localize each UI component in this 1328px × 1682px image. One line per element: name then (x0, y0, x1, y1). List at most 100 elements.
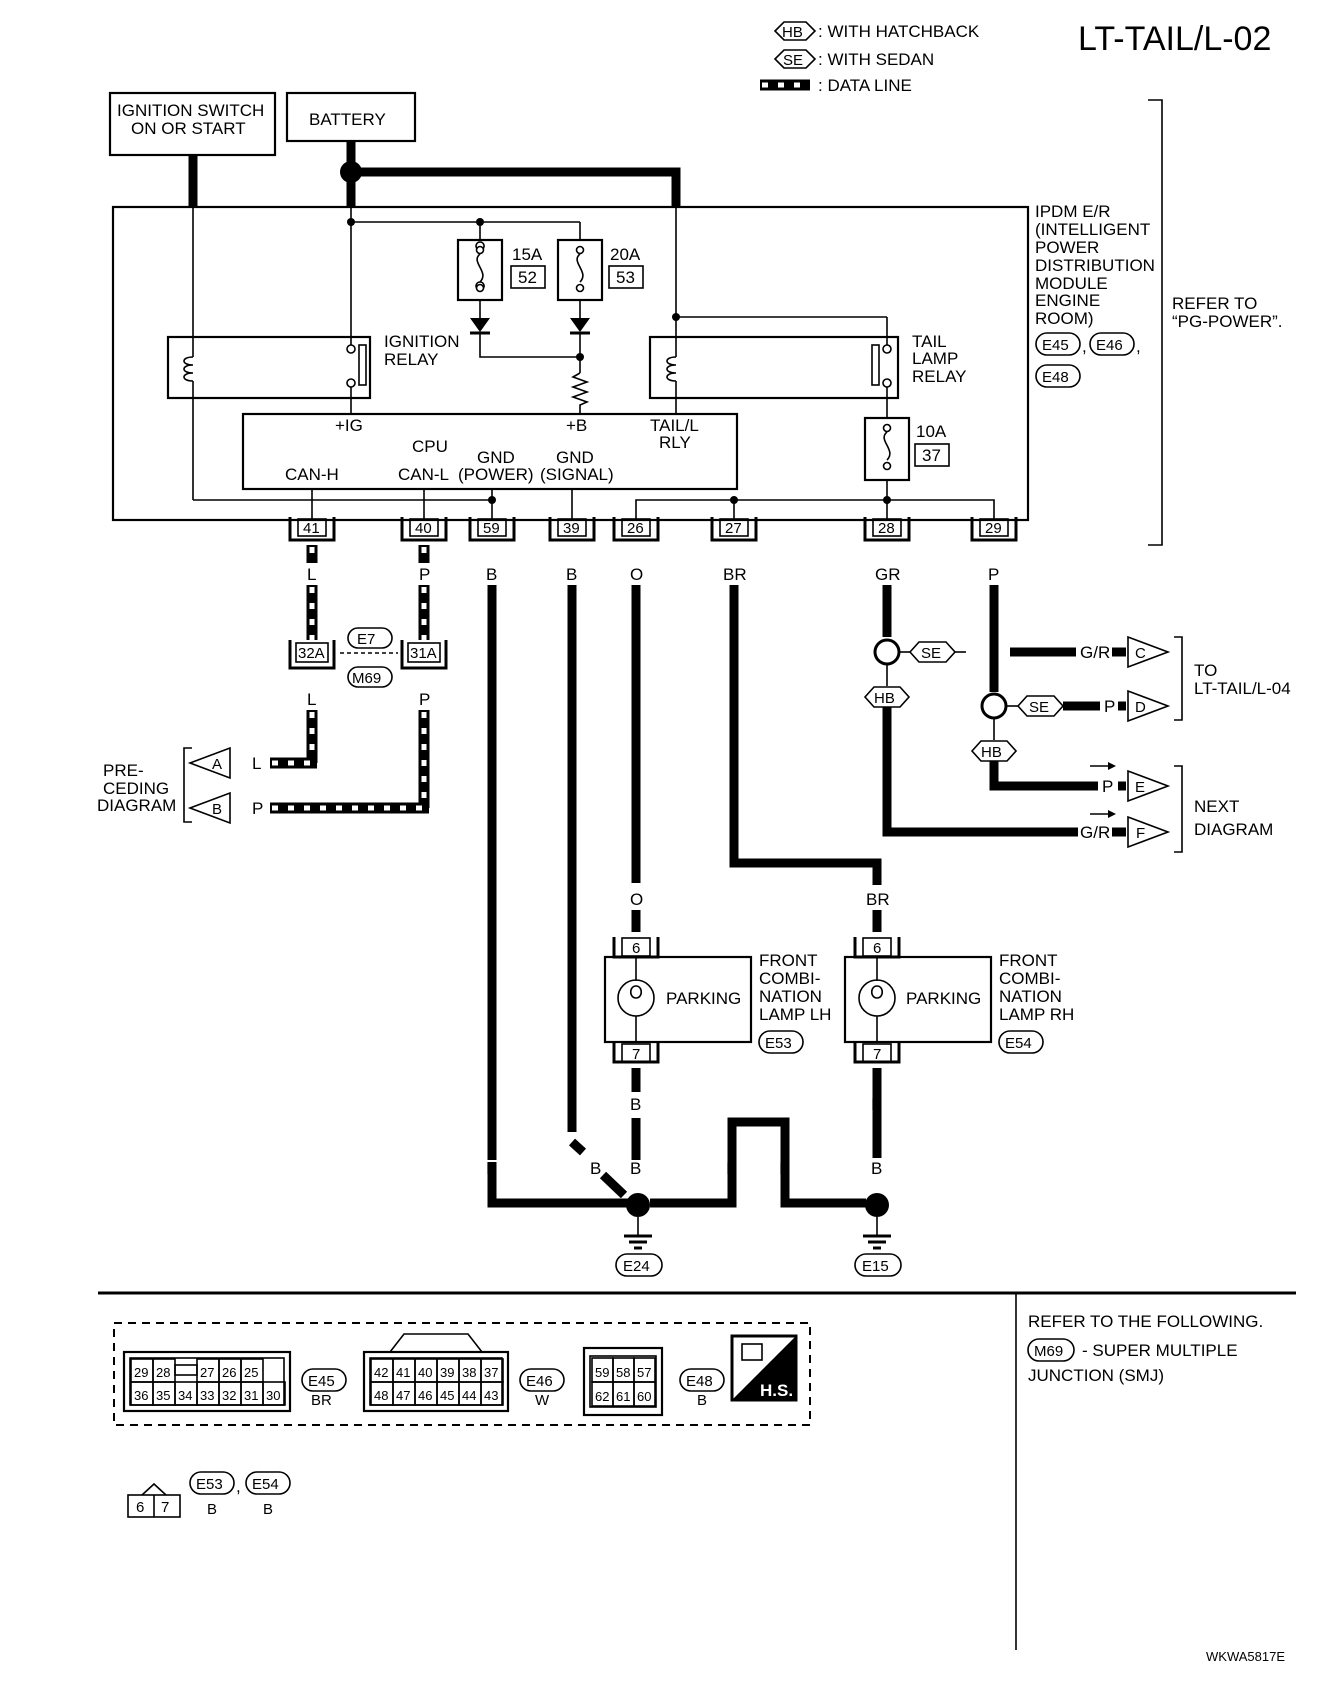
refer-following: REFER TO THE FOLLOWING. M69 - SUPER MULT… (1027, 1312, 1263, 1385)
svg-text:BR: BR (723, 565, 747, 584)
svg-text:GND: GND (556, 448, 594, 467)
svg-text:6: 6 (632, 940, 640, 957)
se-badge-shape (773, 49, 817, 69)
svg-text:HB: HB (981, 744, 1002, 761)
front-combination-lamp-rh: BR 6 PARKING FRONT COMBI- NATION LAMP RH… (843, 883, 1074, 1158)
ground-e24: E24 (615, 1193, 663, 1277)
e45-pin-label: 34 (178, 1388, 192, 1403)
svg-text:GND: GND (477, 448, 515, 467)
svg-text:ENGINE: ENGINE (1035, 291, 1100, 310)
svg-text:D: D (1135, 699, 1146, 716)
hb-badge-shape (773, 21, 817, 41)
ipdm-connectors: E45 , E46 , E48 (1035, 332, 1141, 388)
e46-pin-label: 44 (462, 1388, 476, 1403)
diagram-id: LT-TAIL/L-02 (1078, 20, 1271, 58)
svg-text:F: F (1136, 825, 1145, 842)
svg-text:FRONT: FRONT (759, 951, 818, 970)
svg-text:+B: +B (566, 416, 587, 435)
e48-pin-label: 60 (637, 1389, 651, 1404)
e48-pin-label: 57 (637, 1365, 651, 1380)
ground-e15: E15 (854, 1193, 902, 1277)
svg-text:E46: E46 (1096, 337, 1123, 354)
e46-pin-label: 40 (418, 1365, 432, 1380)
svg-text:(INTELLIGENT: (INTELLIGENT (1035, 220, 1150, 239)
se-hb-splice-29 (980, 692, 1008, 720)
svg-text:E48: E48 (686, 1373, 713, 1390)
svg-text:E48: E48 (1042, 369, 1069, 386)
svg-text:E: E (1135, 779, 1145, 796)
svg-text:27: 27 (725, 520, 742, 537)
connector-view-lamp: 6 7 E53 , E54 B B (127, 1471, 291, 1518)
svg-text:COMBI-: COMBI- (999, 969, 1060, 988)
e48-pin-label: 61 (616, 1389, 630, 1404)
svg-text:W: W (535, 1392, 550, 1409)
svg-text:B: B (566, 565, 577, 584)
e46-pin-label: 45 (440, 1388, 454, 1403)
svg-text:B: B (871, 1095, 882, 1114)
battery-feed-wire-2 (351, 167, 681, 207)
svg-text:IPDM E/R: IPDM E/R (1035, 202, 1111, 221)
svg-text:20A: 20A (610, 245, 641, 264)
svg-text:HB: HB (874, 690, 895, 707)
svg-text:LAMP RH: LAMP RH (999, 1005, 1074, 1024)
ipdm-bracket (1148, 99, 1163, 546)
svg-text:GR: GR (875, 565, 901, 584)
svg-text:M69: M69 (352, 670, 381, 687)
svg-text:7: 7 (873, 1046, 881, 1063)
front-combination-lamp-lh: O 6 PARKING FRONT COMBI- NATION LAMP LH … (603, 890, 831, 1114)
ignition-switch-box (108, 91, 277, 157)
svg-text:O: O (630, 565, 643, 584)
preceding-diagram-connector: PRE- CEDING DIAGRAM A B L P (97, 746, 263, 825)
svg-text:B: B (630, 1159, 641, 1178)
svg-text:E45: E45 (308, 1373, 335, 1390)
svg-text:E24: E24 (623, 1258, 650, 1275)
svg-text:O: O (630, 890, 643, 909)
svg-text:M69: M69 (1034, 1343, 1063, 1360)
svg-text:,: , (1082, 337, 1087, 356)
e48-pin-label: 58 (616, 1365, 630, 1380)
svg-text:ROOM): ROOM) (1035, 309, 1094, 328)
wire-27-lamp-rh (729, 585, 882, 883)
e45-pin-label: 27 (200, 1365, 214, 1380)
se-badge: SE (783, 52, 803, 69)
e46-pin-label: 39 (440, 1365, 454, 1380)
svg-text:FRONT: FRONT (999, 951, 1058, 970)
svg-text:B: B (486, 1159, 497, 1178)
e46-pin-label: 48 (374, 1388, 388, 1403)
svg-text:53: 53 (616, 268, 635, 287)
hb-text: : WITH HATCHBACK (818, 22, 980, 41)
svg-text:LAMP: LAMP (912, 349, 958, 368)
svg-text:,: , (1136, 337, 1141, 356)
svg-text:PARKING: PARKING (666, 989, 741, 1008)
svg-text:CEDING: CEDING (103, 779, 169, 798)
svg-text:P: P (252, 799, 263, 818)
svg-text:DIAGRAM: DIAGRAM (97, 796, 176, 815)
svg-text:RELAY: RELAY (912, 367, 967, 386)
e45-pin-label: 28 (156, 1365, 170, 1380)
svg-text:10A: 10A (916, 422, 947, 441)
svg-text:29: 29 (985, 520, 1002, 537)
harness-side-badge: H.S. (730, 1334, 798, 1402)
svg-text:P: P (1102, 777, 1113, 796)
svg-text:32A: 32A (298, 645, 325, 662)
refer-pg-power-2: “PG-POWER”. (1172, 312, 1283, 331)
svg-text:RELAY: RELAY (384, 350, 439, 369)
svg-text:MODULE: MODULE (1035, 274, 1108, 293)
svg-text:PARKING: PARKING (906, 989, 981, 1008)
svg-text:28: 28 (878, 520, 895, 537)
svg-text:E54: E54 (252, 1476, 279, 1493)
svg-text:BR: BR (311, 1392, 332, 1409)
svg-text:L: L (252, 754, 261, 773)
svg-text:P: P (419, 565, 430, 584)
fuse-20a: 20A 53 (556, 238, 644, 302)
svg-text:41: 41 (303, 520, 320, 537)
e48-pin-label: 59 (595, 1365, 609, 1380)
wire-color-labels: L P B B O BR GR P (307, 565, 999, 584)
svg-text:7: 7 (161, 1499, 169, 1516)
svg-text:7: 7 (632, 1046, 640, 1063)
ground-link-wire (650, 1117, 866, 1208)
svg-text:C: C (1135, 645, 1146, 662)
svg-text:39: 39 (563, 520, 580, 537)
